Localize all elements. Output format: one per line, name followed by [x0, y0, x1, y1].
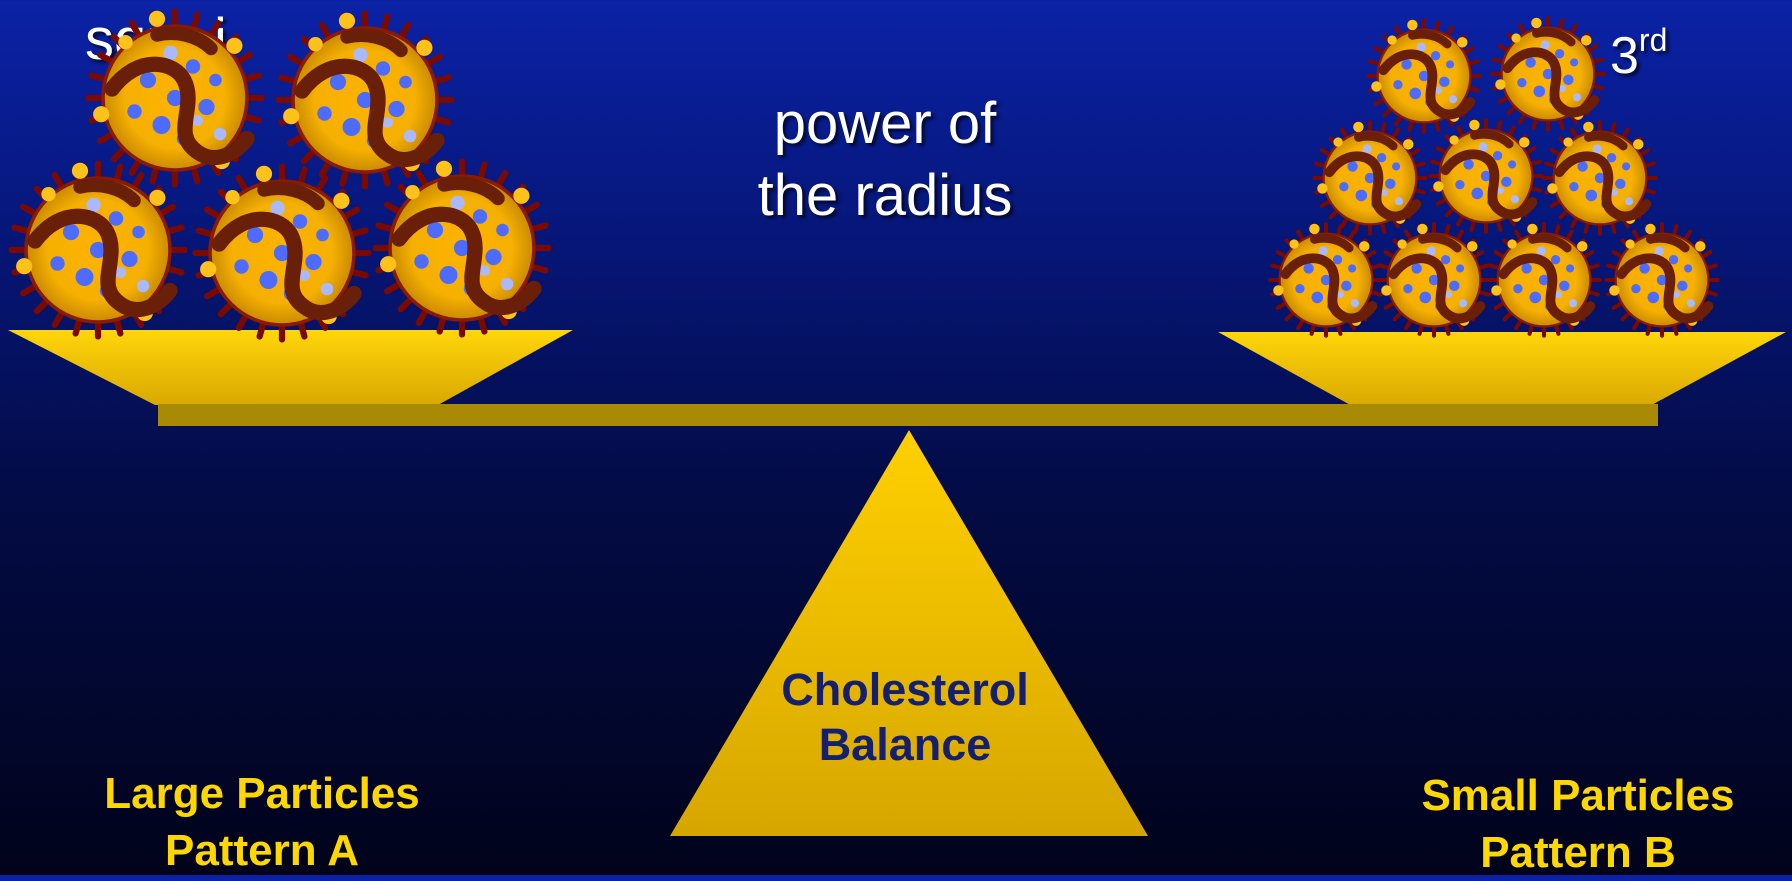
small-particle — [1378, 224, 1489, 336]
large-particles — [12, 11, 549, 340]
small-particle — [1270, 224, 1381, 336]
large-particle — [279, 13, 452, 187]
small-particle — [1492, 18, 1603, 130]
small-particle — [1488, 224, 1599, 336]
large-particle — [89, 11, 262, 185]
small-particle — [1314, 122, 1425, 234]
small-particle — [1368, 20, 1479, 132]
small-particle — [1430, 120, 1541, 232]
large-particle — [12, 163, 185, 337]
large-particle — [196, 166, 369, 340]
small-particles — [1270, 18, 1717, 336]
small-particle — [1606, 224, 1717, 336]
large-particle — [376, 161, 549, 335]
small-particle — [1544, 122, 1655, 234]
